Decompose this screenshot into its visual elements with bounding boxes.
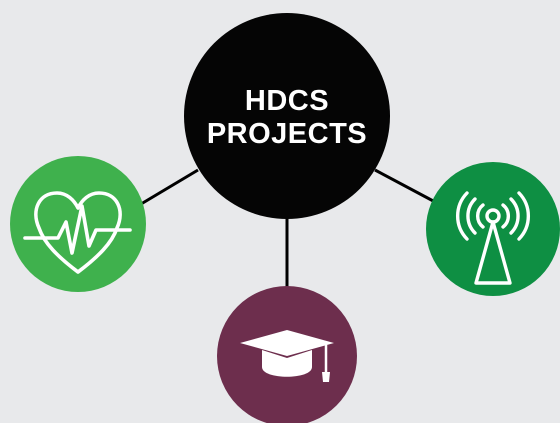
connectors xyxy=(135,168,438,295)
connector-wireless xyxy=(374,168,438,205)
heart-ecg-icon xyxy=(23,191,132,274)
hub-title-line-1: HDCS xyxy=(245,85,329,117)
graduation-cap-icon xyxy=(240,330,334,382)
connector-health xyxy=(135,168,199,209)
hub-circle xyxy=(184,13,390,219)
wireless-node xyxy=(426,162,560,296)
hub-node: HDCS PROJECTS xyxy=(184,13,390,219)
education-node xyxy=(217,286,357,423)
wireless-circle xyxy=(426,162,560,296)
hub-title-line-2: PROJECTS xyxy=(207,118,367,150)
radio-tower-icon xyxy=(456,191,530,285)
health-node xyxy=(10,156,146,292)
